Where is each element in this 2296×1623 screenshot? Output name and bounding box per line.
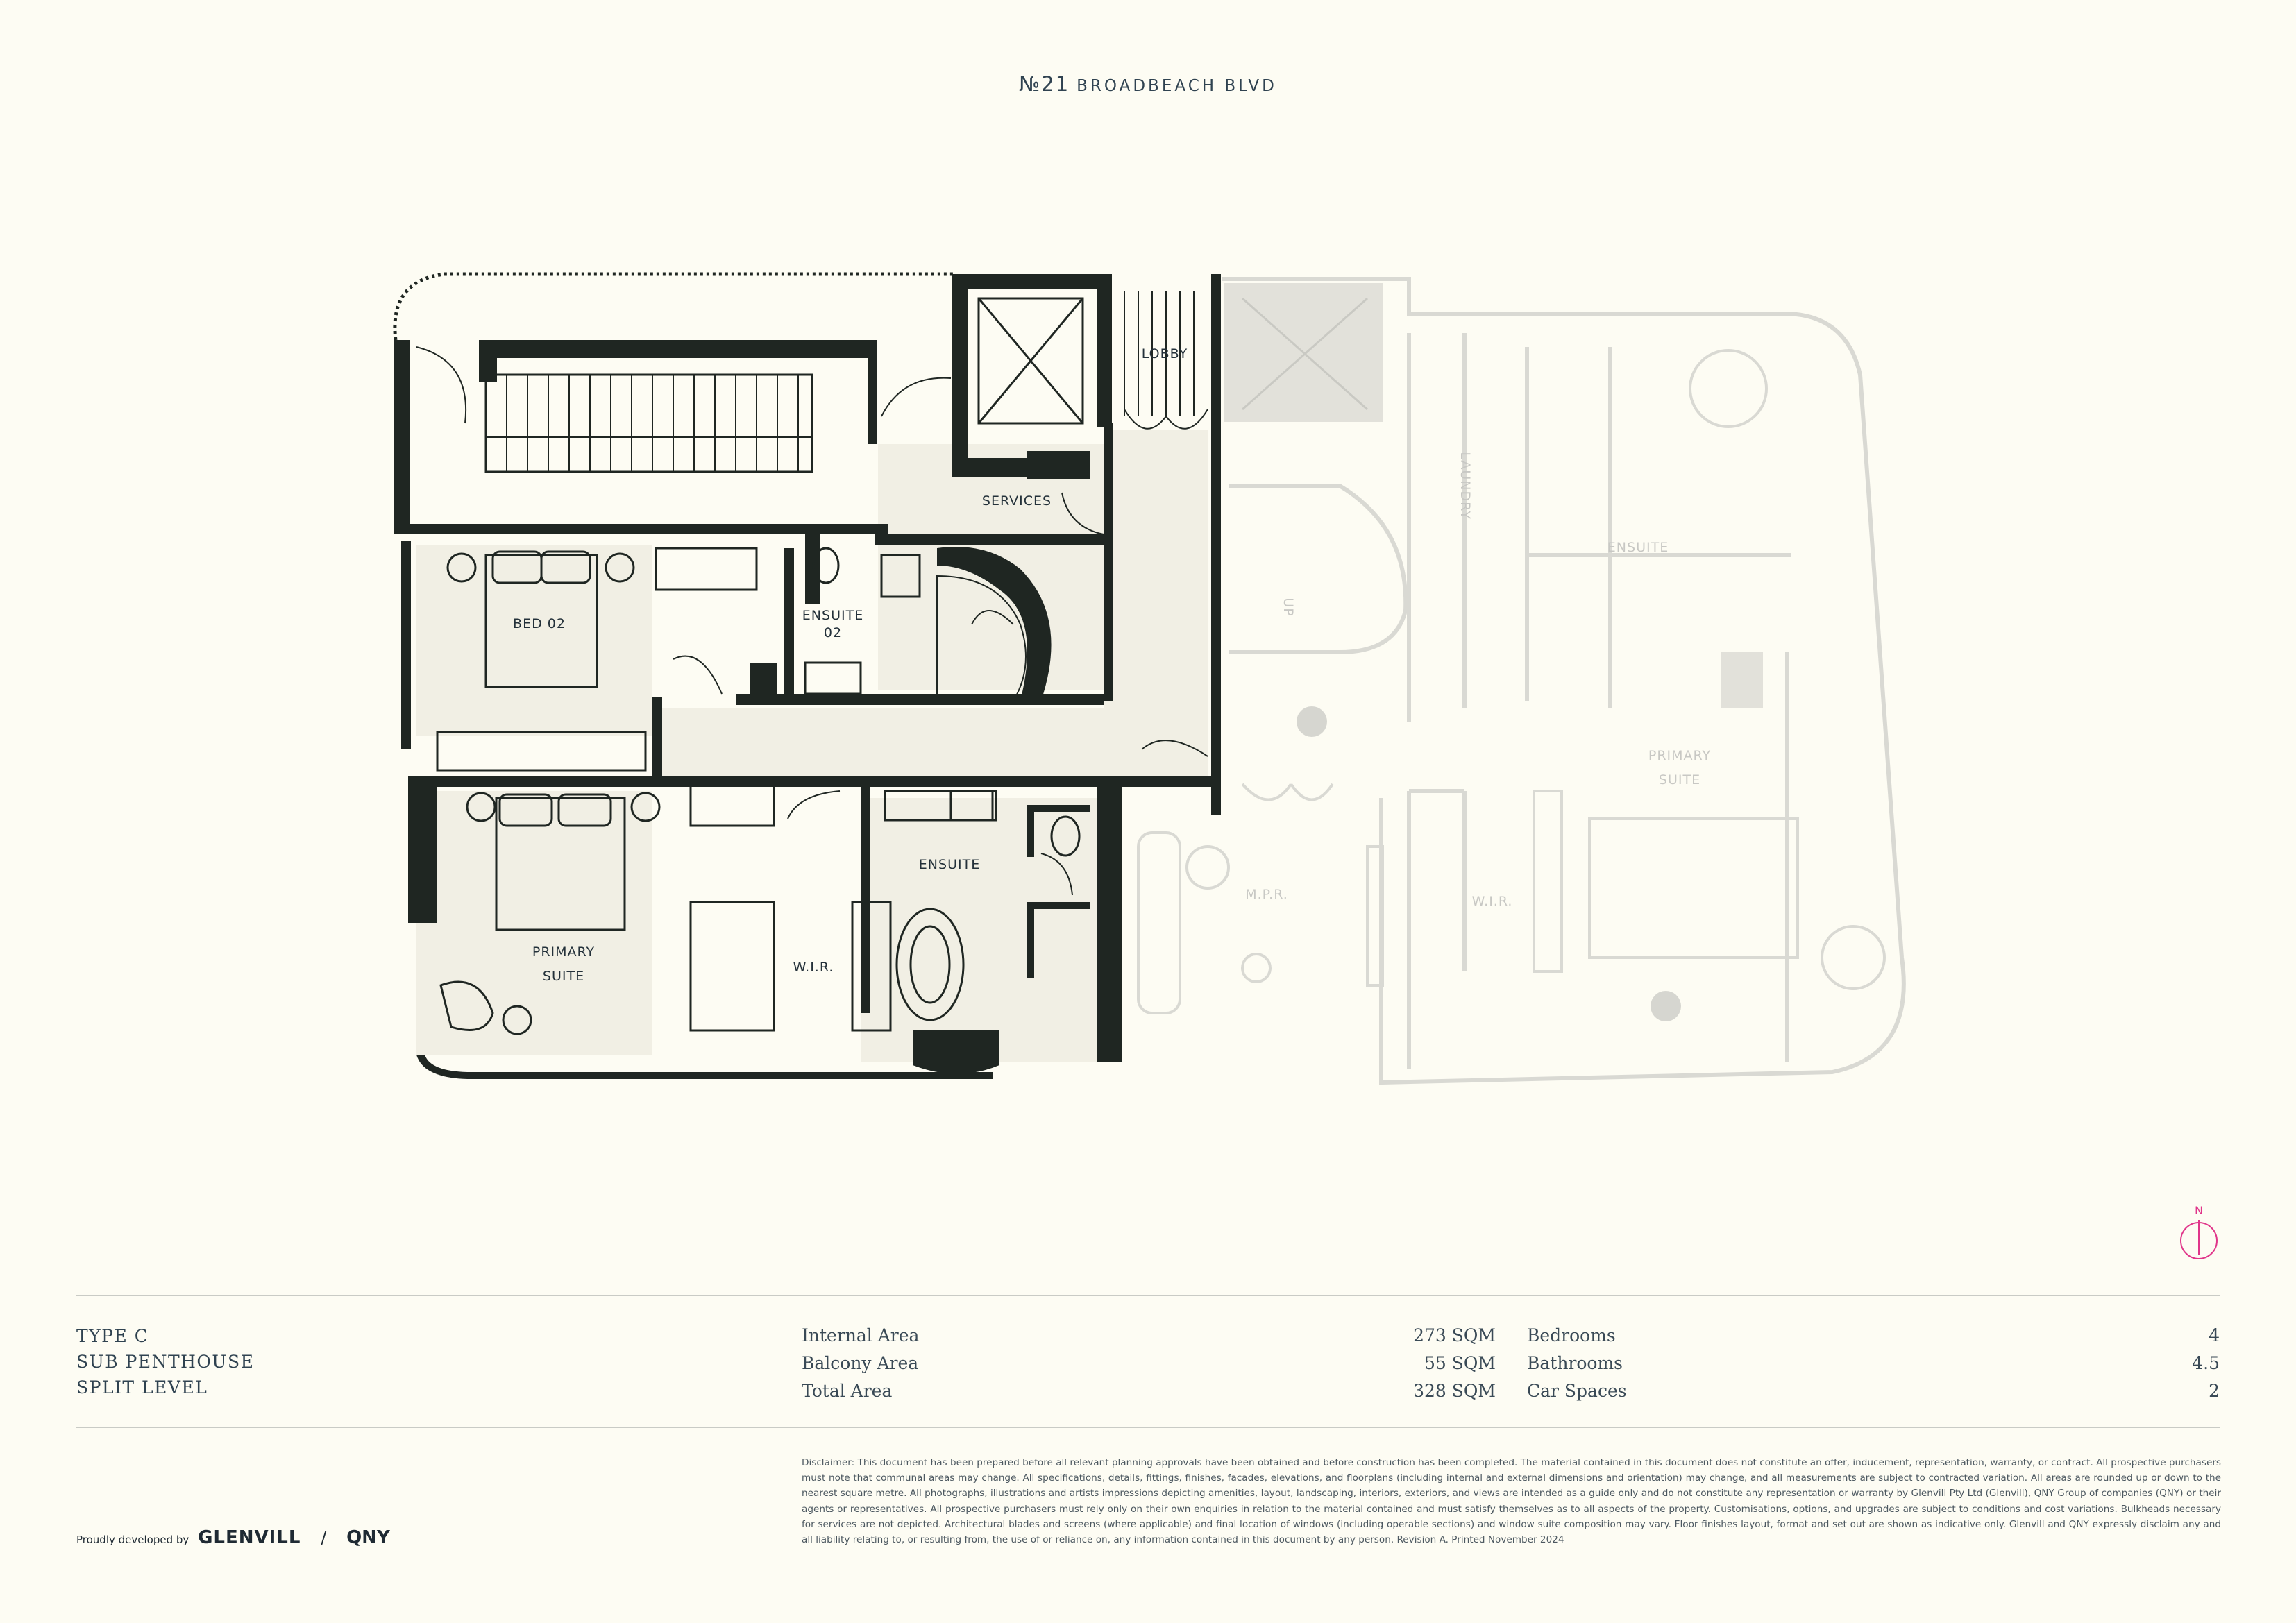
car-spaces-value: 2: [2209, 1381, 2220, 1401]
room-wir: W.I.R.: [793, 960, 834, 975]
count-values: 4 4.5 2: [2082, 1322, 2220, 1405]
active-fixtures: [416, 291, 1208, 1035]
credit-separator: /: [321, 1528, 327, 1547]
room-primary: PRIMARY: [532, 944, 595, 960]
ghost-room-suite: SUITE: [1659, 772, 1700, 788]
credit-prefix: Proudly developed by: [76, 1533, 189, 1546]
room-ensuite-02: ENSUITE: [802, 608, 863, 623]
room-ensuite-02-number: 02: [824, 625, 842, 640]
ghost-room-primary: PRIMARY: [1648, 748, 1711, 763]
internal-area-label: Internal Area: [802, 1325, 920, 1345]
project-title: №21 BROADBEACH BLVD: [0, 72, 2296, 96]
bedrooms-value: 4: [2209, 1325, 2220, 1345]
north-arrow-icon: N: [2180, 1204, 2218, 1259]
active-walls: [393, 272, 1221, 1079]
room-services: SERVICES: [982, 493, 1052, 509]
unit-name: SUB PENTHOUSE: [76, 1352, 255, 1372]
top-divider: [76, 1295, 2220, 1296]
internal-area-value: 273 SQM: [1413, 1325, 1496, 1345]
adjacent-unit-ghost: [1137, 277, 1906, 1085]
floor-plan: ENSUITE PRIMARY SUITE W.I.R. M.P.R. LAUN…: [393, 272, 1906, 1085]
room-suite: SUITE: [543, 969, 584, 984]
area-values: 273 SQM 55 SQM 328 SQM: [1319, 1322, 1496, 1405]
unit-type-block: TYPE C SUB PENTHOUSE SPLIT LEVEL: [76, 1323, 254, 1400]
ghost-room-wir: W.I.R.: [1472, 894, 1513, 909]
total-area-label: Total Area: [802, 1381, 893, 1401]
bottom-divider: [76, 1427, 2220, 1428]
room-labels: LOBBY SERVICES BED 02 ENSUITE 02 ENSUITE…: [513, 346, 1188, 984]
room-bed-02: BED 02: [513, 616, 566, 631]
project-number: №21: [1019, 72, 1070, 96]
room-lobby: LOBBY: [1142, 346, 1188, 362]
developer-credit: Proudly developed by GLENVILL / QNY: [76, 1527, 390, 1548]
bedrooms-label: Bedrooms: [1527, 1325, 1616, 1345]
count-labels: Bedrooms Bathrooms Car Spaces: [1527, 1322, 1627, 1405]
ghost-room-laundry: LAUNDRY: [1458, 452, 1473, 519]
car-spaces-label: Car Spaces: [1527, 1381, 1627, 1401]
ghost-room-mpr: M.P.R.: [1245, 887, 1288, 902]
disclaimer-text: Disclaimer: This document has been prepa…: [802, 1457, 2221, 1546]
area-labels: Internal Area Balcony Area Total Area: [802, 1322, 919, 1405]
adjacent-unit-labels: ENSUITE PRIMARY SUITE W.I.R. M.P.R. LAUN…: [1245, 452, 1711, 909]
balcony-area-label: Balcony Area: [802, 1353, 919, 1373]
compass-label: N: [2195, 1204, 2203, 1217]
unit-layout: SPLIT LEVEL: [76, 1377, 208, 1397]
bathrooms-value: 4.5: [2192, 1353, 2220, 1373]
ghost-stair-up: UP: [1281, 597, 1296, 616]
unit-type: TYPE C: [76, 1326, 149, 1346]
bathrooms-label: Bathrooms: [1527, 1353, 1623, 1373]
project-street: BROADBEACH BLVD: [1077, 77, 1277, 95]
balcony-area-value: 55 SQM: [1424, 1353, 1496, 1373]
active-floor-areas: [416, 430, 1208, 1062]
glenvill-logo: GLENVILL: [198, 1527, 301, 1548]
total-area-value: 328 SQM: [1413, 1381, 1496, 1401]
qny-logo: QNY: [346, 1527, 390, 1548]
ghost-room-ensuite: ENSUITE: [1607, 540, 1669, 555]
room-ensuite: ENSUITE: [919, 857, 980, 872]
